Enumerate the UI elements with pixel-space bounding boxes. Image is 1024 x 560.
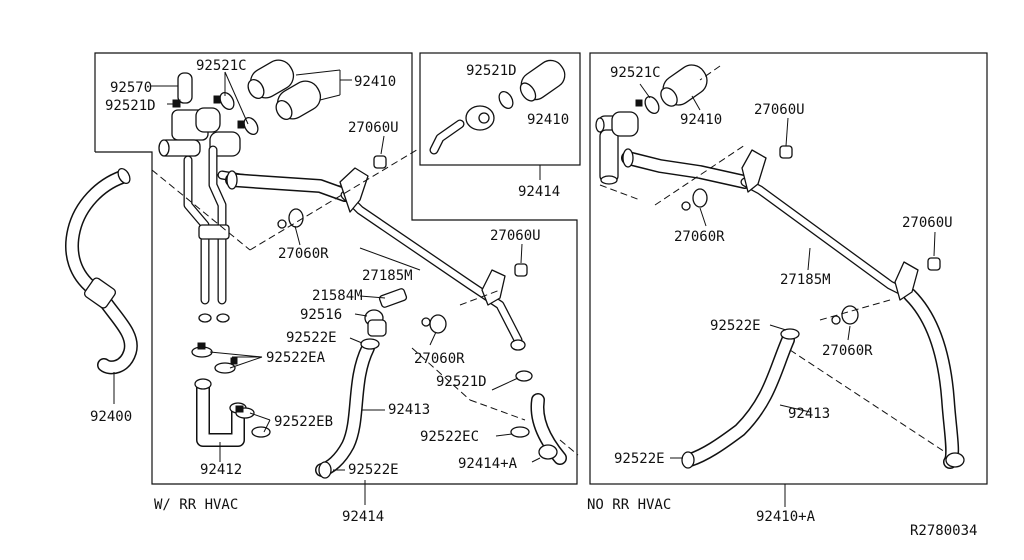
label-27060r-right-a: 27060R — [674, 229, 725, 245]
label-92410-right: 92410 — [680, 112, 722, 128]
label-92410a: 92410+A — [756, 509, 816, 525]
label-27060u-left-b: 27060U — [490, 228, 541, 244]
left-panel-frame — [94, 52, 578, 485]
label-inset-92410: 92410 — [527, 112, 569, 128]
label-92410-left: 92410 — [354, 74, 396, 90]
label-92521c-right: 92521C — [610, 65, 661, 81]
label-92522e-left-a: 92522E — [286, 330, 337, 346]
right-dashed-guides — [599, 65, 946, 453]
label-92414a: 92414+A — [458, 456, 518, 472]
right-hose-92410 — [635, 64, 708, 115]
label-92400: 92400 — [90, 409, 132, 425]
label-92522ea: 92522EA — [266, 350, 326, 366]
label-92570: 92570 — [110, 80, 152, 96]
label-92521c-left: 92521C — [196, 58, 247, 74]
hose-92400 — [65, 167, 138, 375]
hose-92413-left — [315, 338, 380, 479]
label-92522eb: 92522EB — [274, 414, 333, 430]
label-92521d-left-b: 92521D — [436, 374, 487, 390]
hose-92410-pair — [247, 59, 322, 120]
label-92516: 92516 — [300, 307, 342, 323]
label-27060r-left-a: 27060R — [278, 246, 329, 262]
pipe-ends — [198, 313, 230, 323]
right-leader-lines — [639, 83, 936, 507]
label-21584m: 21584M — [312, 288, 363, 304]
label-92413-right: 92413 — [788, 406, 830, 422]
label-92521d-left: 92521D — [105, 98, 156, 114]
reference-code: R2780034 — [910, 523, 977, 539]
hose-92414a — [510, 370, 567, 465]
label-92413-left: 92413 — [388, 402, 430, 418]
left-dashed-guides — [151, 147, 579, 456]
right-hose-92413 — [681, 328, 800, 469]
label-27060r-left-b: 27060R — [414, 351, 465, 367]
label-inset-92521d: 92521D — [466, 63, 517, 79]
label-92522e-right-a: 92522E — [710, 318, 761, 334]
grommet-27060u-left-b — [514, 263, 528, 277]
pipe-27185m-left — [339, 167, 526, 351]
label-27185m-right: 27185M — [780, 272, 831, 288]
label-27060r-right-b: 27060R — [822, 343, 873, 359]
right-grommets — [681, 145, 941, 325]
left-leader-lines — [113, 69, 541, 505]
label-27185m-left: 27185M — [362, 268, 413, 284]
label-92522e-right-b: 92522E — [614, 451, 665, 467]
right-pipe-27185m — [621, 148, 965, 469]
connector-21584m — [364, 288, 408, 337]
caption-no-rr-hvac: NO RR HVAC — [587, 497, 671, 513]
label-inset-92414: 92414 — [518, 184, 560, 200]
inset-frame — [419, 52, 581, 166]
label-92522ec: 92522EC — [420, 429, 479, 445]
label-92412: 92412 — [200, 462, 242, 478]
clamp-92522ea-group — [191, 342, 238, 374]
label-92522e-left-b: 92522E — [348, 462, 399, 478]
right-connector — [595, 111, 639, 185]
label-92414-bottom: 92414 — [342, 509, 384, 525]
label-27060u-left-a: 27060U — [348, 120, 399, 136]
heater-valve-assembly — [158, 72, 241, 157]
inset-pipe-end — [429, 59, 566, 155]
caption-w-rr-hvac: W/ RR HVAC — [154, 497, 238, 513]
grommet-27060u-left-a — [373, 155, 387, 169]
right-panel-frame — [589, 52, 988, 485]
pipe-vertical-assembly — [183, 145, 352, 305]
label-27060u-right-a: 27060U — [754, 102, 805, 118]
clamp-92522eb-group — [235, 405, 271, 438]
grommet-27060r-left-b — [421, 314, 447, 334]
label-27060u-right-b: 27060U — [902, 215, 953, 231]
